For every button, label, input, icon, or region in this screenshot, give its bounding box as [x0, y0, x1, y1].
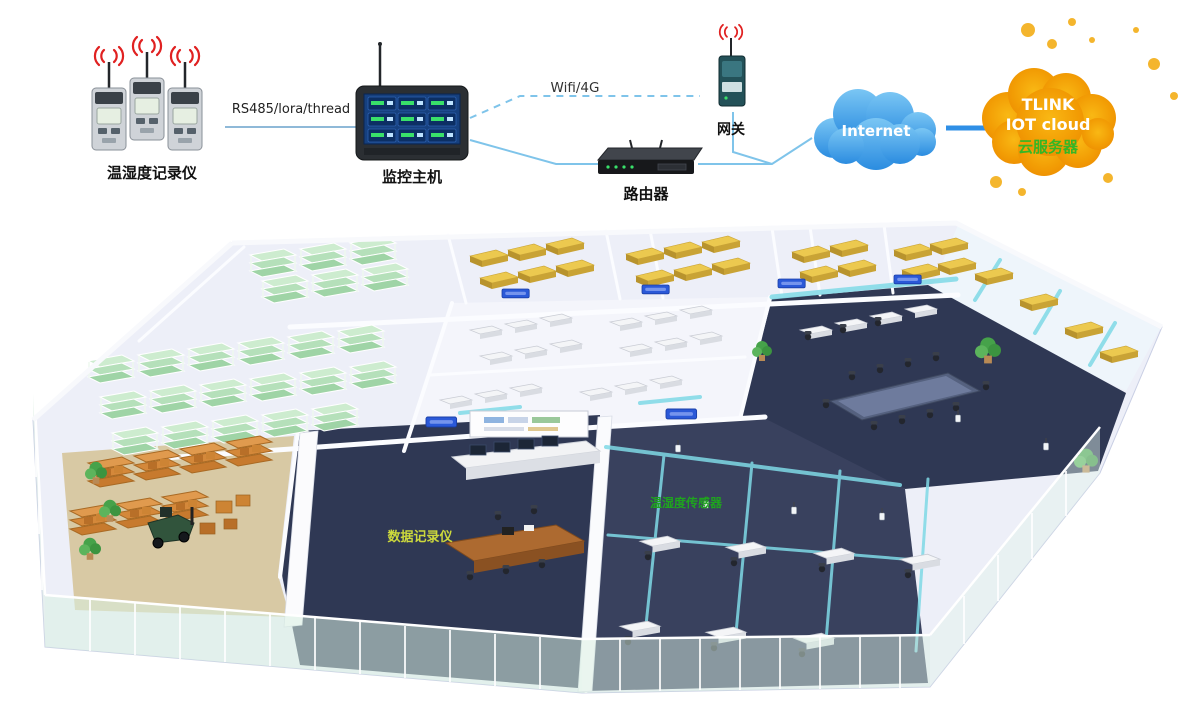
- internet-cloud-icon: Internet: [814, 89, 936, 170]
- wood-pallet-racks: [69, 435, 273, 536]
- router-device-icon: [596, 139, 703, 174]
- conference-table: [822, 352, 990, 431]
- tlink-cloud-icon: TLINK IOT cloud 云服务器: [982, 68, 1116, 176]
- gateway-link-line: [732, 112, 773, 165]
- cloud-line3: 云服务器: [1018, 138, 1079, 156]
- wooden-office-desk: [444, 505, 586, 581]
- logger-label: 温湿度记录仪: [107, 164, 198, 182]
- wifi-label-bg: [541, 80, 609, 95]
- rs485-link-label: RS485/lora/thread: [232, 102, 350, 117]
- gateway-signal-icon: [718, 23, 744, 41]
- host-device-icon: [355, 42, 469, 161]
- cloud-line2: IOT cloud: [1006, 115, 1091, 134]
- router-link-line: [469, 139, 598, 165]
- gateway-label: 网关: [717, 121, 745, 138]
- window-mullions: [35, 427, 1067, 691]
- architecture-diagram: 温湿度记录仪 RS485/lora/thread 监控主机 Wifi/4G 网关: [90, 18, 1178, 203]
- monitor-console: [450, 435, 602, 480]
- internet-link-line: [698, 137, 813, 165]
- bubble-dots-icon: [990, 18, 1178, 196]
- display-board: [469, 410, 589, 438]
- forklift-icon: [147, 507, 195, 549]
- datalogger-label: 数据记录仪: [387, 529, 453, 545]
- router-label: 路由器: [623, 185, 669, 203]
- floorplan-3d: 数据记录仪 温湿度传感器: [31, 220, 1164, 694]
- host-label: 监控主机: [382, 168, 442, 186]
- sensor-label: 温湿度传感器: [650, 495, 723, 510]
- cloud-line1: TLINK: [1022, 95, 1075, 114]
- wifi-label: Wifi/4G: [551, 80, 600, 96]
- internet-label: Internet: [841, 122, 910, 140]
- wifi-dashed-line: [469, 95, 700, 119]
- gateway-device-icon: [718, 38, 746, 107]
- logger-devices-icon: [90, 35, 204, 152]
